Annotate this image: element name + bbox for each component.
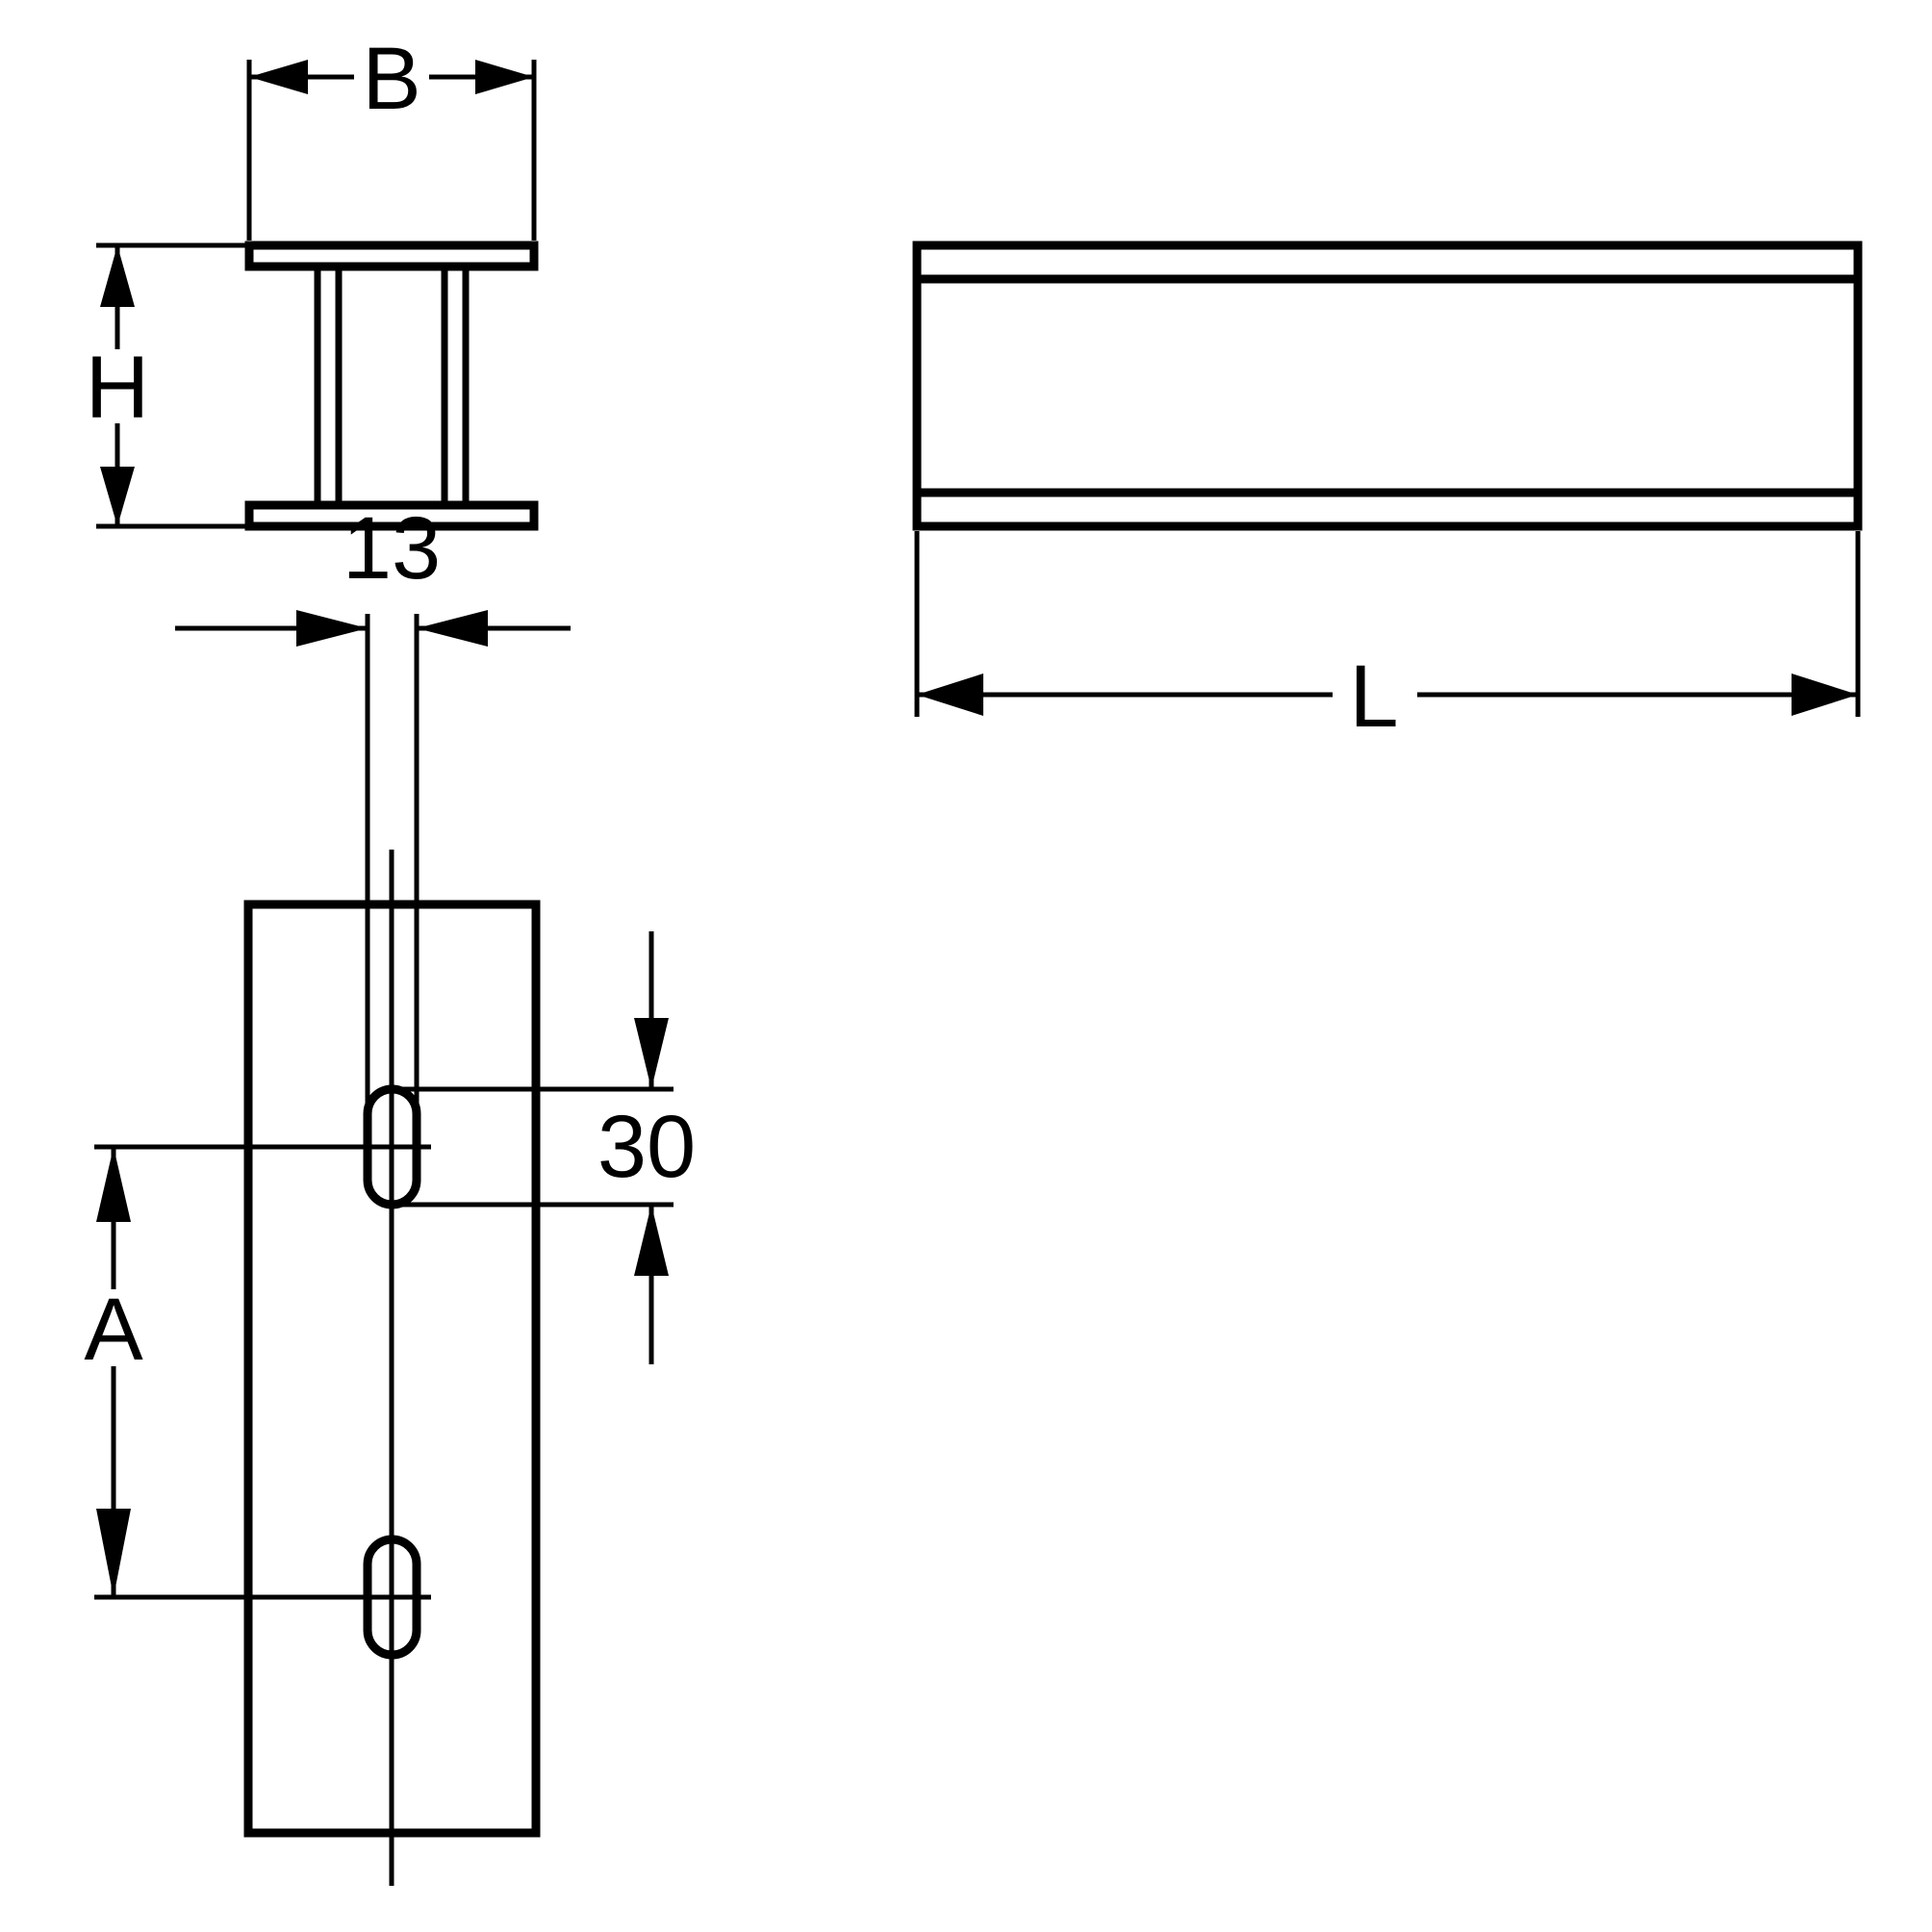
dim-H-arrow-top [100, 245, 135, 307]
dim-L-arrow-right [1792, 674, 1858, 716]
dimension-H: H [86, 242, 254, 529]
dimension-30: 30 [385, 931, 696, 1364]
cross-section-web [314, 263, 470, 509]
dimension-L: L [914, 531, 1861, 746]
dim-B-arrow-left [249, 60, 308, 94]
dim-13-arrow-left [296, 610, 368, 647]
dim-13-label: 13 [343, 499, 441, 597]
front-plan-view: 13 30 [84, 499, 696, 1886]
cross-section-top-flange [244, 241, 539, 271]
side-elevation-view: L [912, 241, 1863, 746]
side-view-body [912, 241, 1863, 531]
cross-section-view: B H [86, 30, 539, 531]
dim-H-label: H [86, 339, 149, 437]
dim-30-label: 30 [597, 1098, 696, 1196]
dim-A-arrow-top [96, 1147, 131, 1222]
dimension-A: A [84, 1144, 375, 1600]
dim-A-label: A [84, 1281, 143, 1379]
dim-B-arrow-right [475, 60, 534, 94]
dimension-B: B [246, 30, 537, 241]
dim-L-arrow-left [917, 674, 983, 716]
dim-13-arrow-right [417, 610, 488, 647]
dim-A-arrow-bottom [96, 1509, 131, 1597]
dim-H-arrow-bottom [100, 467, 135, 526]
cross-section-bottom-flange [244, 500, 539, 531]
dim-30-arrow-bottom [634, 1205, 669, 1276]
dim-L-label: L [1349, 648, 1398, 746]
dim-30-arrow-top [634, 1018, 669, 1089]
dim-B-label: B [362, 30, 420, 128]
dimension-13: 13 [175, 499, 571, 1108]
